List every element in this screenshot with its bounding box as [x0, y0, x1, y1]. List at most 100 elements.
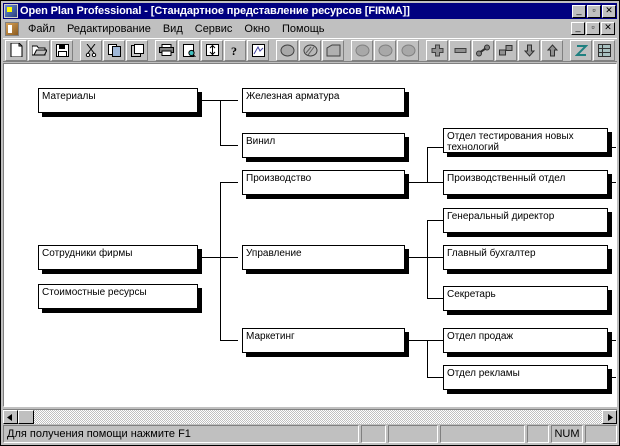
- toolbar-separator: [616, 40, 620, 60]
- menu-bar: Файл Редактирование Вид Сервис Окно Помо…: [3, 20, 617, 37]
- connector-line: [608, 182, 616, 183]
- connector-line: [608, 377, 616, 378]
- connector-line: [608, 340, 616, 341]
- document-icon[interactable]: [5, 21, 19, 36]
- diagram-node-upravlenie[interactable]: Управление: [242, 245, 405, 270]
- sort-button[interactable]: [201, 39, 223, 61]
- add-button[interactable]: [426, 39, 448, 61]
- cut-scissors-icon: [85, 43, 97, 57]
- diagram-node-proizvodstvennyy-otdel[interactable]: Производственный отдел: [443, 170, 608, 195]
- open-folder-button[interactable]: [28, 39, 50, 61]
- new-file-button[interactable]: [5, 39, 27, 61]
- ellipse-pattern-icon: [303, 44, 318, 57]
- close-button[interactable]: ✕: [602, 4, 616, 18]
- connector-line: [427, 298, 443, 299]
- menu-item-window[interactable]: Окно: [238, 22, 276, 36]
- mdi-close-button[interactable]: ✕: [601, 22, 615, 35]
- ellipse-pattern-button[interactable]: [299, 39, 321, 61]
- paste-button[interactable]: [126, 39, 148, 61]
- toolbar: ?: [3, 38, 617, 62]
- move-down-button[interactable]: [518, 39, 540, 61]
- step-button[interactable]: [495, 39, 517, 61]
- restore-button[interactable]: ▫: [587, 4, 601, 18]
- menu-item-view[interactable]: Вид: [157, 22, 189, 36]
- save-button[interactable]: [51, 39, 73, 61]
- menu-item-tools[interactable]: Сервис: [189, 22, 239, 36]
- print-preview-icon: [182, 43, 196, 57]
- status-num-indicator: NUM: [551, 425, 583, 443]
- find-button[interactable]: [247, 39, 269, 61]
- menu-item-file-label: Файл: [28, 22, 56, 35]
- print-icon: [158, 44, 174, 56]
- print-preview-button[interactable]: [178, 39, 200, 61]
- resource-breakdown-diagram: Материалы Сотрудники фирмы Стоимостные р…: [4, 64, 616, 406]
- sort-icon: [205, 44, 219, 56]
- ellipse-filled-button[interactable]: [276, 39, 298, 61]
- triangle-left-icon: [7, 413, 12, 421]
- scrollbar-thumb[interactable]: [18, 410, 34, 424]
- diagram-node-otdel-testirovaniya[interactable]: Отдел тестирования новых технологий: [443, 128, 608, 153]
- diagram-node-glavnyy-buhgalter[interactable]: Главный бухгалтер: [443, 245, 608, 270]
- connector-line: [198, 257, 220, 258]
- copy-button[interactable]: [103, 39, 125, 61]
- connector-line: [220, 257, 238, 258]
- diagram-node-generalnyy-direktor[interactable]: Генеральный директор: [443, 208, 608, 233]
- circle-gray-button[interactable]: [351, 39, 373, 61]
- diagram-node-materialy[interactable]: Материалы: [38, 88, 198, 113]
- svg-text:?: ?: [231, 44, 237, 57]
- open-folder-icon: [31, 44, 47, 57]
- triangle-right-icon: [608, 413, 613, 421]
- zigzag-icon: [574, 44, 588, 57]
- diagram-node-vinil[interactable]: Винил: [242, 133, 405, 158]
- plus-icon: [431, 44, 444, 57]
- print-button[interactable]: [155, 39, 177, 61]
- minimize-button[interactable]: _: [572, 4, 586, 18]
- circle-gray2-button[interactable]: [374, 39, 396, 61]
- menu-item-help[interactable]: Помощь: [276, 22, 331, 36]
- diagram-node-otdel-reklamy[interactable]: Отдел рекламы: [443, 365, 608, 390]
- move-up-button[interactable]: [541, 39, 563, 61]
- status-message: Для получения помощи нажмите F1: [3, 425, 359, 443]
- diagram-node-stoimostnye-resursy[interactable]: Стоимостные ресурсы: [38, 284, 198, 309]
- polygon-icon: [326, 44, 341, 57]
- connector-line: [220, 182, 221, 340]
- status-pane-5: [585, 425, 617, 443]
- diagram-node-marketing[interactable]: Маркетинг: [242, 328, 405, 353]
- scroll-left-button[interactable]: [3, 410, 18, 424]
- connector-line: [405, 182, 427, 183]
- connector-line: [427, 182, 443, 183]
- help-button[interactable]: ?: [224, 39, 246, 61]
- status-pane-3: [440, 425, 525, 443]
- connector-line: [220, 182, 238, 183]
- connector-line: [405, 257, 427, 258]
- connector-line: [427, 340, 428, 377]
- zigzag-button[interactable]: [570, 39, 592, 61]
- menu-item-file[interactable]: Файл: [22, 22, 61, 36]
- menu-item-help-label: Помощь: [281, 22, 325, 35]
- remove-button[interactable]: [449, 39, 471, 61]
- link-button[interactable]: [472, 39, 494, 61]
- diagram-node-otdel-prodazh[interactable]: Отдел продаж: [443, 328, 608, 353]
- mdi-restore-button[interactable]: ▫: [586, 22, 600, 35]
- scroll-right-button[interactable]: [602, 410, 617, 424]
- horizontal-scrollbar[interactable]: [3, 409, 617, 424]
- table-button[interactable]: [593, 39, 615, 61]
- title-bar[interactable]: Open Plan Professional - [Стандартное пр…: [3, 3, 617, 19]
- menu-item-edit-label: Редактирование: [67, 22, 151, 35]
- connector-line: [427, 340, 443, 341]
- diagram-node-zheleznaya-armatura[interactable]: Железная арматура: [242, 88, 405, 113]
- menu-items: Файл Редактирование Вид Сервис Окно Помо…: [22, 22, 571, 36]
- mdi-minimize-button[interactable]: _: [571, 22, 585, 35]
- connector-line: [427, 220, 443, 221]
- window-controls: _ ▫ ✕: [572, 4, 617, 18]
- diagram-node-proizvodstvo[interactable]: Производство: [242, 170, 405, 195]
- diagram-client-area[interactable]: Материалы Сотрудники фирмы Стоимостные р…: [3, 63, 617, 407]
- cut-button[interactable]: [80, 39, 102, 61]
- diagram-node-sotrudniki-firmy[interactable]: Сотрудники фирмы: [38, 245, 198, 270]
- circle-gray3-button[interactable]: [397, 39, 419, 61]
- diagram-node-sekretar[interactable]: Секретарь: [443, 286, 608, 311]
- scrollbar-track[interactable]: [18, 410, 602, 424]
- polygon-button[interactable]: [322, 39, 344, 61]
- new-file-icon: [10, 43, 23, 57]
- menu-item-edit[interactable]: Редактирование: [61, 22, 157, 36]
